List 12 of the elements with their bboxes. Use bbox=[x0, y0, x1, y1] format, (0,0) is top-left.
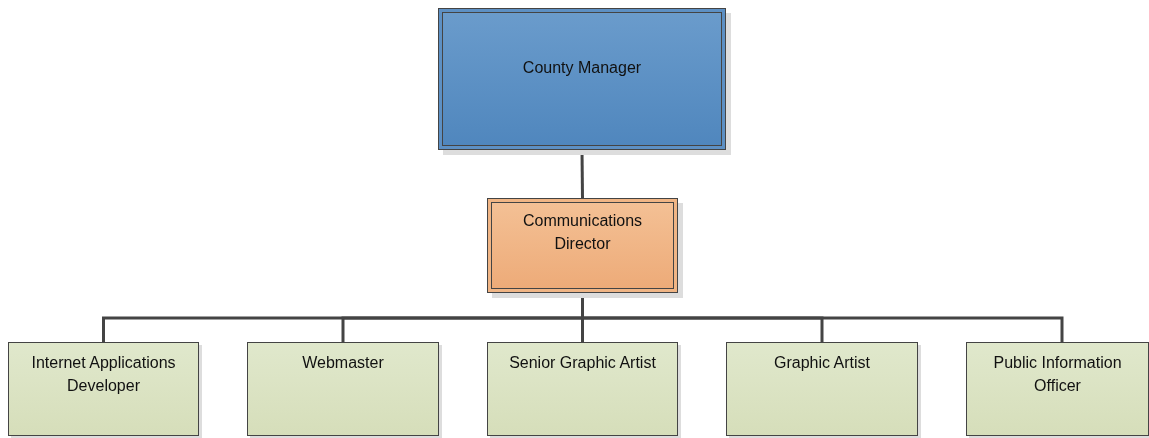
position-box bbox=[247, 342, 439, 436]
position-title: Communications Director bbox=[521, 211, 644, 254]
position-title: Public Information Officer bbox=[992, 353, 1123, 396]
position-title: Senior Graphic Artist bbox=[508, 353, 657, 373]
position-title: Internet Applications Developer bbox=[30, 353, 177, 396]
position-title: Graphic Artist bbox=[773, 353, 871, 373]
position-box bbox=[487, 342, 678, 436]
position-box bbox=[726, 342, 918, 436]
position-box bbox=[8, 342, 199, 436]
position-title: County Manager bbox=[521, 58, 643, 78]
position-box bbox=[966, 342, 1149, 436]
position-title: Webmaster bbox=[301, 353, 385, 373]
